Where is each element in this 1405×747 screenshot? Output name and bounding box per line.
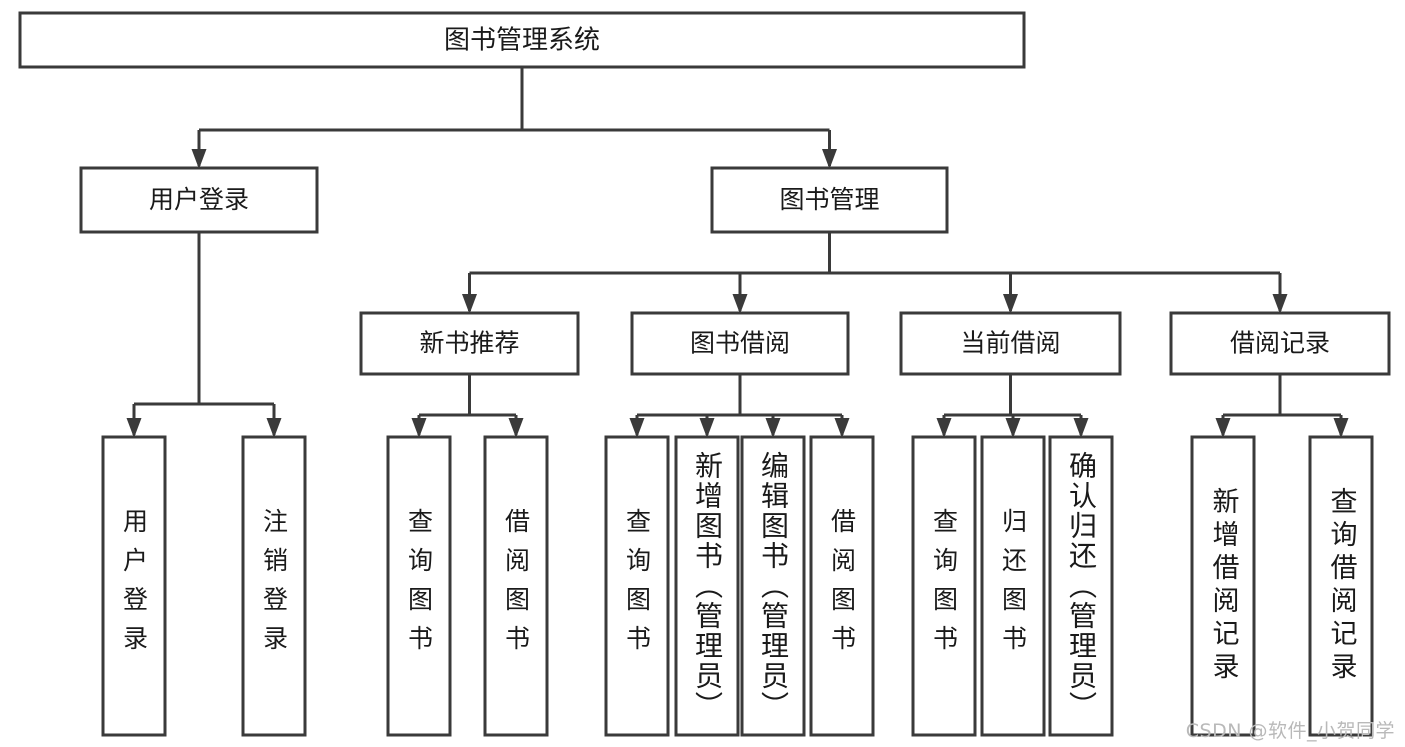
- node-label: 借阅记录: [1230, 329, 1330, 358]
- arrow-head-icon: [1272, 294, 1288, 314]
- arrow-head-icon: [1333, 418, 1349, 438]
- arrow-head-icon: [699, 418, 715, 438]
- node-new-book-rec[interactable]: 新书推荐: [359, 311, 580, 376]
- node-root[interactable]: 图书管理系统: [18, 11, 1026, 69]
- node-label: 新书推荐: [419, 329, 519, 358]
- node-label: 图书管理: [779, 185, 879, 214]
- node-box: [359, 311, 580, 376]
- node-book-borrow[interactable]: 图书借阅: [630, 311, 850, 376]
- node-leaf-borrow-book-rec[interactable]: [483, 435, 549, 737]
- node-leaf-query-book-rec[interactable]: [386, 435, 452, 737]
- arrow-head-icon: [411, 418, 427, 438]
- watermark-text: CSDN @软件_小贺同学: [1185, 720, 1395, 742]
- arrow-head-icon: [629, 418, 645, 438]
- node-leaf-logout[interactable]: [241, 435, 307, 737]
- node-box: [809, 435, 875, 737]
- node-box: [604, 435, 670, 737]
- node-box: [740, 435, 806, 737]
- arrow-head-icon: [266, 418, 282, 438]
- node-leaf-confirm-return[interactable]: [1048, 435, 1114, 737]
- arrow-head-icon: [1005, 418, 1021, 438]
- node-box: [1190, 435, 1256, 737]
- node-box: [674, 435, 740, 737]
- node-box: [386, 435, 452, 737]
- node-leaf-borrow-book[interactable]: [809, 435, 875, 737]
- arrow-head-icon: [508, 418, 524, 438]
- arrow-head-icon: [1073, 418, 1089, 438]
- node-leaf-user-login[interactable]: [101, 435, 167, 737]
- arrow-head-icon: [191, 149, 207, 169]
- node-box: [483, 435, 549, 737]
- arrow-head-icon: [1215, 418, 1231, 438]
- connector-layer: [126, 67, 1349, 438]
- arrow-head-icon: [834, 418, 850, 438]
- node-leaf-edit-book[interactable]: [740, 435, 806, 737]
- node-box: [241, 435, 307, 737]
- node-box: [1048, 435, 1114, 737]
- node-box: [899, 311, 1122, 376]
- node-box: [710, 166, 949, 234]
- node-book-manage[interactable]: 图书管理: [710, 166, 949, 234]
- arrow-head-icon: [822, 149, 837, 169]
- node-box: [101, 435, 167, 737]
- node-label: 用户登录: [149, 185, 249, 214]
- node-leaf-return-book[interactable]: [980, 435, 1046, 737]
- node-leaf-query-book-borrow[interactable]: [604, 435, 670, 737]
- arrow-head-icon: [126, 418, 142, 438]
- node-borrow-record[interactable]: 借阅记录: [1169, 311, 1391, 376]
- node-leaf-query-book-cur[interactable]: [911, 435, 977, 737]
- node-current-borrow[interactable]: 当前借阅: [899, 311, 1122, 376]
- node-leaf-add-record[interactable]: [1190, 435, 1256, 737]
- node-label: 图书借阅: [690, 329, 790, 358]
- node-label: 当前借阅: [960, 329, 1060, 358]
- node-box: [911, 435, 977, 737]
- node-box: [18, 11, 1026, 69]
- node-box: [630, 311, 850, 376]
- node-box: [980, 435, 1046, 737]
- node-leaf-add-book[interactable]: [674, 435, 740, 737]
- node-box: [1169, 311, 1391, 376]
- node-leaf-query-record[interactable]: [1308, 435, 1374, 737]
- arrow-head-icon: [462, 294, 477, 314]
- arrow-head-icon: [765, 418, 781, 438]
- arrow-head-icon: [1003, 294, 1018, 314]
- node-user-login[interactable]: 用户登录: [79, 166, 319, 234]
- arrow-head-icon: [732, 294, 748, 314]
- node-box: [1308, 435, 1374, 737]
- node-box: [79, 166, 319, 234]
- node-label: 图书管理系统: [444, 26, 600, 56]
- arrow-head-icon: [936, 418, 952, 438]
